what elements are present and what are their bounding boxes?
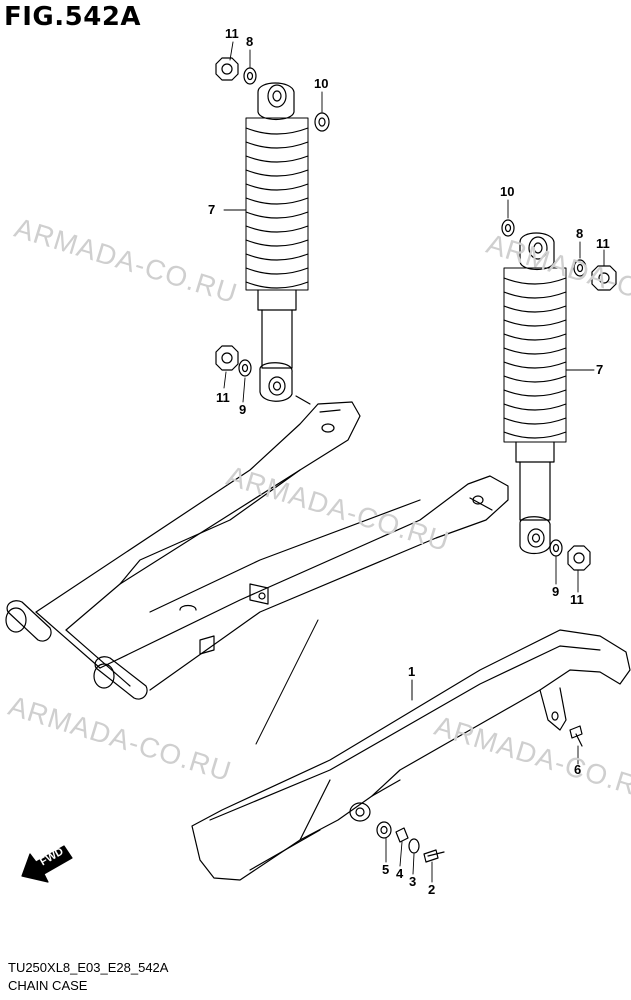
callout-7-left: 7: [208, 202, 216, 217]
chain-case: [191, 629, 631, 881]
washer-3: [408, 838, 420, 854]
callout-9-right: 9: [552, 584, 560, 599]
left-washer-9: [238, 359, 252, 377]
callout-11-left-bottom: 11: [216, 390, 230, 405]
bolt-6: [569, 725, 583, 747]
swingarm: [5, 395, 509, 745]
left-shock-absorber: [245, 82, 309, 402]
callout-8-right: 8: [576, 226, 584, 241]
callout-11-right-top: 11: [596, 236, 610, 251]
figure-subtitle: CHAIN CASE: [8, 978, 88, 993]
bush-5: [376, 821, 392, 839]
figure-title: FIG.542A: [4, 2, 142, 32]
left-nut-11-top: [215, 57, 239, 81]
callout-9-left: 9: [239, 402, 247, 417]
callout-10-right: 10: [500, 184, 515, 199]
callout-10-left: 10: [314, 76, 329, 91]
left-nut-11-bottom: [215, 345, 239, 371]
left-shock-spring: [245, 117, 309, 291]
callout-8-left: 8: [246, 34, 254, 49]
right-shock-spring: [503, 267, 567, 443]
callout-leaders: [223, 41, 605, 883]
right-washer-9: [549, 539, 563, 557]
callout-1-chain-case: 1: [408, 664, 416, 679]
figure-code: TU250XL8_E03_E28_542A: [8, 960, 169, 975]
right-nut-11-bottom: [567, 545, 591, 571]
right-nut-11-top: [591, 265, 617, 291]
left-washer-10: [314, 112, 330, 132]
callout-7-right: 7: [596, 362, 604, 377]
callout-3-washer: 3: [409, 874, 417, 889]
fwd-arrow-icon: [21, 845, 73, 883]
right-washer-8: [573, 259, 587, 277]
right-washer-10: [501, 219, 515, 237]
callout-11-right-bottom: 11: [570, 592, 584, 607]
callout-11-left-top: 11: [225, 26, 239, 41]
callout-2-bolt: 2: [428, 882, 436, 897]
bolt-2: [423, 849, 445, 863]
callout-6-bolt: 6: [574, 762, 582, 777]
collar-4: [395, 827, 409, 843]
callout-4-collar: 4: [396, 866, 404, 881]
left-washer-8: [243, 67, 257, 85]
right-shock-absorber: [503, 232, 567, 555]
callout-5-bush: 5: [382, 862, 390, 877]
